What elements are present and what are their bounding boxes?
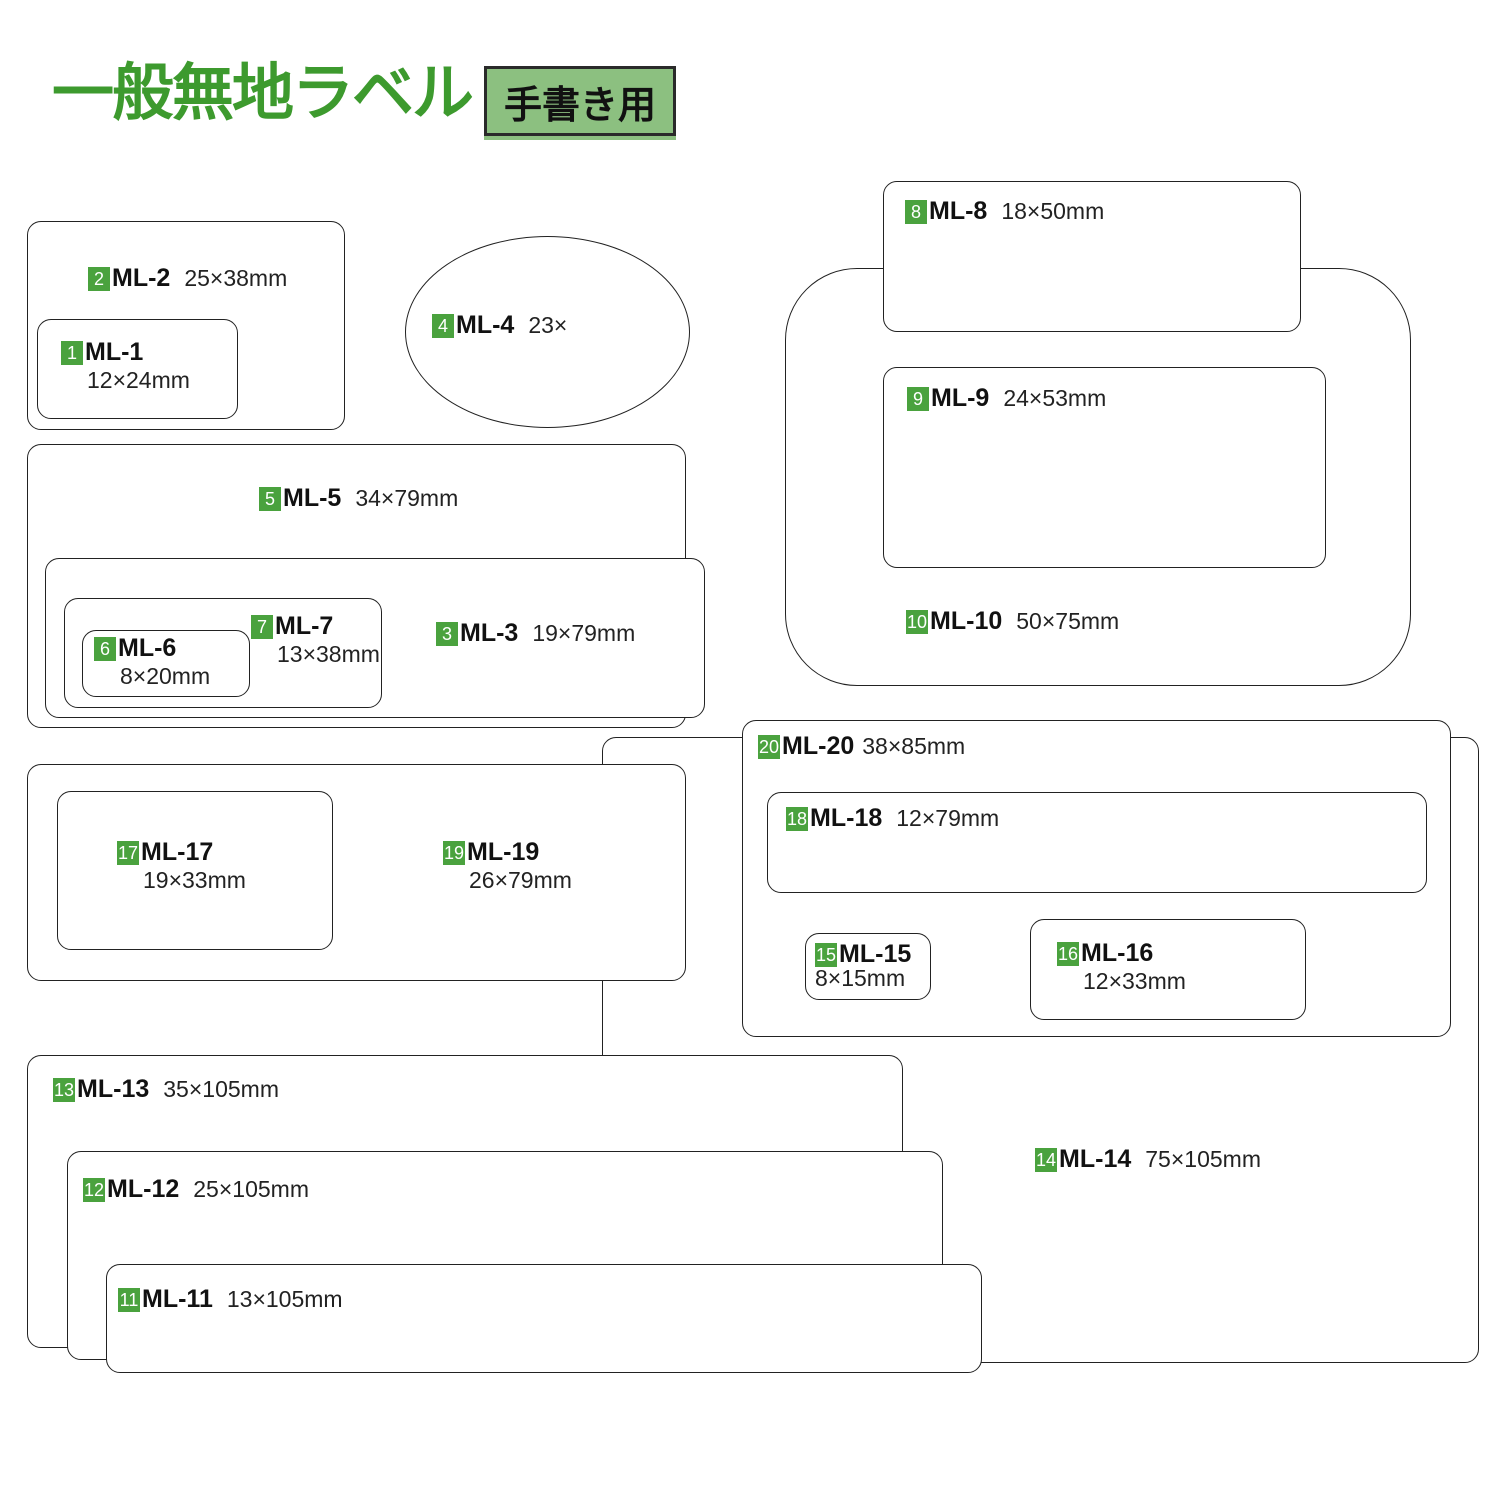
label-shape-ml-16	[1030, 919, 1306, 1020]
label-number-badge: 18	[786, 806, 809, 831]
label-size: 8×20mm	[120, 663, 211, 689]
label-name: ML-10	[930, 607, 1003, 635]
label-number-badge: 2	[88, 266, 110, 291]
label-name: ML-19	[467, 838, 540, 866]
label-size: 25×105mm	[193, 1176, 309, 1202]
label-name: ML-3	[460, 619, 519, 647]
label-name: ML-14	[1059, 1145, 1132, 1173]
label-size: 18×50mm	[1001, 198, 1105, 224]
label-name: ML-2	[112, 264, 171, 292]
label-number-badge: 1	[61, 340, 83, 365]
label-size: 24×53mm	[1003, 385, 1107, 411]
label-number-badge: 3	[436, 621, 458, 646]
page-title: 一般無地ラベル	[52, 56, 474, 129]
label-size: 35×105mm	[163, 1076, 279, 1102]
label-name: ML-18	[810, 804, 883, 832]
label-number-badge: 13	[53, 1077, 76, 1102]
label-name: ML-13	[77, 1075, 150, 1103]
label-number-badge: 17	[117, 840, 140, 865]
label-number-badge: 8	[905, 199, 927, 224]
label-name: ML-4	[456, 311, 515, 339]
label-size: 38×85mm	[862, 733, 966, 759]
label-size: 75×105mm	[1145, 1146, 1261, 1172]
label-size: 8×15mm	[815, 965, 906, 991]
label-size: 13×105mm	[226, 1286, 343, 1312]
label-name: ML-17	[141, 838, 214, 866]
label-number-badge: 4	[432, 313, 454, 338]
label-size: 12×24mm	[87, 367, 190, 393]
label-size: 50×75mm	[1016, 608, 1120, 634]
label-name: ML-8	[929, 197, 988, 225]
label-name: ML-9	[931, 384, 990, 412]
label-size: 19×79mm	[532, 620, 636, 646]
label-name: ML-20	[782, 732, 855, 760]
label-shape-ml-9	[883, 367, 1326, 568]
label-size: 23×	[528, 312, 568, 338]
label-name: ML-6	[118, 634, 177, 662]
label-name: ML-12	[107, 1175, 180, 1203]
label-number-badge: 15	[815, 942, 838, 967]
label-number-badge: 10	[906, 609, 929, 634]
label-size: 13×38mm	[277, 641, 380, 667]
label-name: ML-15	[839, 940, 912, 968]
label-shape-ml-17	[57, 791, 333, 950]
label-size: 12×33mm	[1083, 968, 1186, 994]
label-size: 25×38mm	[184, 265, 288, 291]
label-number-badge: 20	[758, 734, 781, 759]
label-number-badge: 6	[94, 636, 116, 661]
label-name: ML-1	[85, 338, 144, 366]
label-size: 12×79mm	[896, 805, 1000, 831]
label-name: ML-7	[275, 612, 334, 640]
label-shape-ml-14-edge	[602, 981, 603, 1056]
label-shape-ml-1	[37, 319, 238, 419]
label-number-badge: 9	[907, 386, 929, 411]
label-number-badge: 7	[251, 614, 273, 639]
label-number-badge: 11	[118, 1287, 140, 1312]
label-name: ML-16	[1081, 939, 1154, 967]
label-number-badge: 16	[1057, 941, 1080, 966]
label-number-badge: 5	[259, 486, 281, 511]
label-shape-ml-11	[106, 1264, 982, 1373]
label-size: 19×33mm	[143, 867, 246, 893]
handwriting-badge: 手書き用	[484, 66, 676, 140]
label-number-badge: 19	[443, 840, 466, 865]
label-size: 34×79mm	[355, 485, 459, 511]
label-name: ML-11	[142, 1285, 213, 1313]
label-number-badge: 12	[83, 1177, 106, 1202]
label-name: ML-5	[283, 484, 342, 512]
label-shape-ml-18	[767, 792, 1427, 893]
label-shape-ml-8	[883, 181, 1301, 332]
label-size: 26×79mm	[469, 867, 572, 893]
label-number-badge: 14	[1035, 1147, 1058, 1172]
